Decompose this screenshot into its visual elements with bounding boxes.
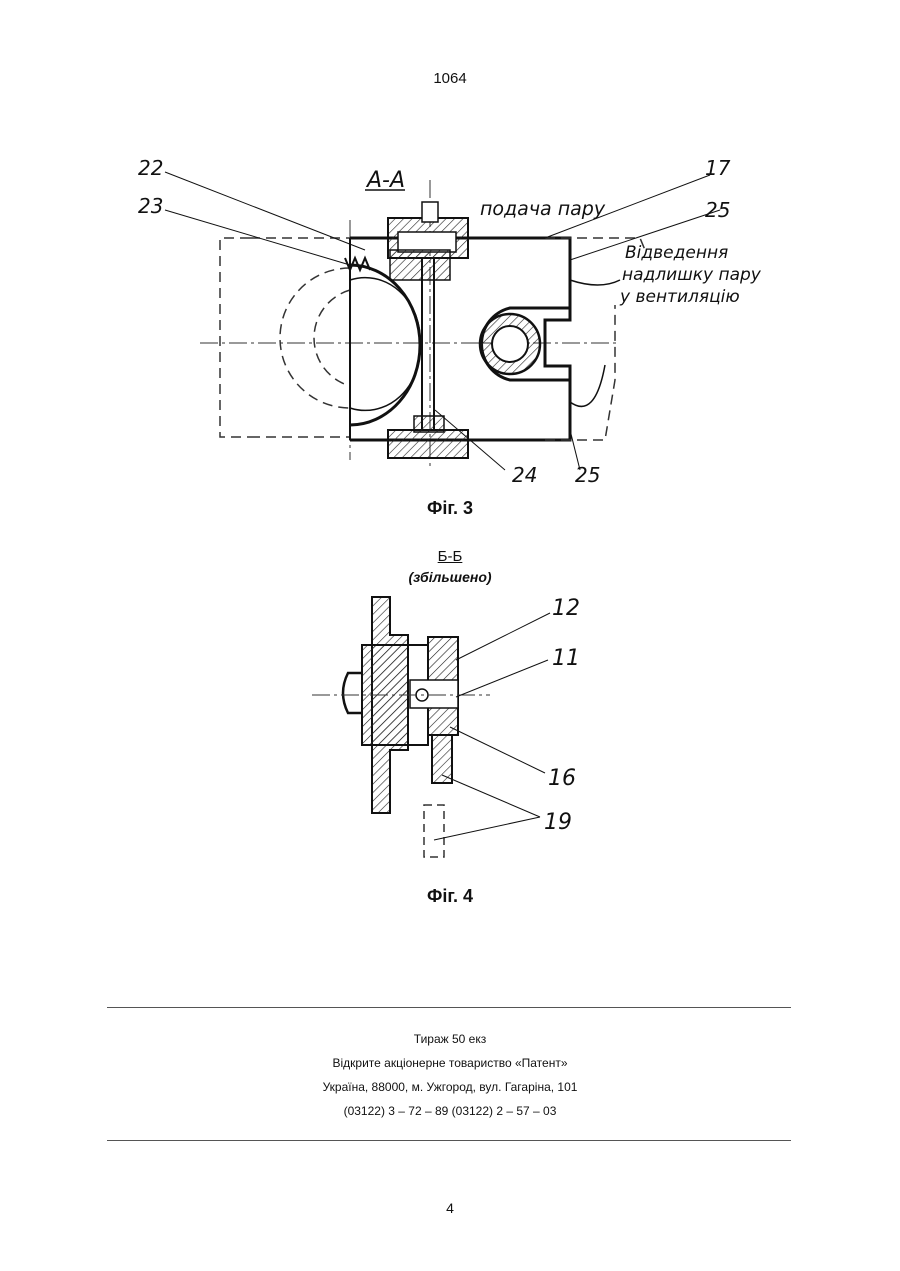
figure-4-caption: Фіг. 4 [0,886,900,907]
imprint-publisher: Відкрите акціонерне товариство «Патент» [0,1056,900,1070]
figure-3-drawing: 22 23 А-А подача пару 17 25 Відведення н… [100,140,820,490]
section-bb-title: Б-Б [0,548,900,565]
label-25-bottom: 25 [575,463,600,487]
steam-supply-label: подача пару [480,198,606,220]
imprint-top-rule [107,1007,791,1008]
imprint-phones: (03122) 3 – 72 – 89 (03122) 2 – 57 – 03 [0,1104,900,1118]
label-12: 12 [552,596,580,621]
page-number: 4 [0,1200,900,1216]
imprint-circulation: Тираж 50 екз [0,1032,900,1046]
bottom-fitting [388,416,468,458]
dashed-housing-outline [220,238,350,437]
figure-4-drawing: 12 11 16 19 [300,585,600,870]
exhaust-note-line-2: надлишку пару [622,265,762,285]
cylinder-inner [350,278,420,411]
section-aa-label: А-А [365,168,405,193]
section-bb-note: (збільшено) [0,569,900,585]
label-19: 19 [544,810,572,835]
exhaust-note-line-1: Відведення [625,243,728,263]
imprint-bottom-rule [107,1140,791,1141]
steam-tube-inner [492,326,528,362]
label-23: 23 [138,194,163,218]
figure-3-caption: Фіг. 3 [0,498,900,519]
label-22: 22 [138,156,163,180]
label-11: 11 [552,646,580,671]
disk-lower [432,735,452,783]
imprint-address: Україна, 88000, м. Ужгород, вул. Гагарін… [0,1080,900,1094]
exhaust-note-line-3: у вентиляцію [619,287,740,307]
label-17: 17 [705,156,731,180]
section-bb-label: Б-Б [438,548,463,565]
top-fitting [388,202,468,280]
part-19-dashed [424,805,444,857]
document-number: 1064 [0,70,900,87]
label-16: 16 [548,766,576,791]
label-24: 24 [512,463,537,487]
shaft [343,673,362,713]
vertical-shaft [422,258,434,430]
label-25-top: 25 [705,198,730,222]
cylinder-section [350,265,420,425]
